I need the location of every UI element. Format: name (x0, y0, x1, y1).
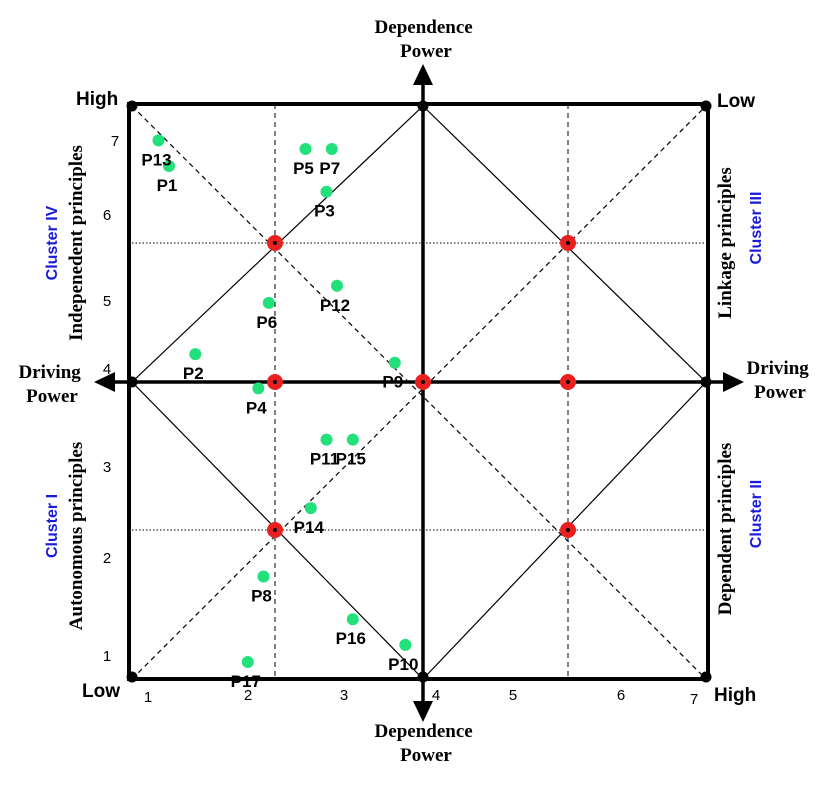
data-point-p10 (399, 638, 412, 651)
cluster-ii-label: Cluster II (748, 480, 765, 548)
data-point-label: P14 (294, 518, 325, 537)
data-point-label: P4 (246, 398, 267, 417)
y-tick-labels: 1 2 3 4 5 6 7 (103, 133, 119, 665)
y-tick-label: 3 (103, 459, 111, 476)
vertex-dot (417, 100, 429, 112)
arrow-down-icon (413, 701, 433, 722)
data-point-p17 (241, 656, 254, 668)
data-point-p16 (346, 613, 359, 626)
x-tick-label: 2 (244, 687, 252, 704)
driving-power-left-title: Driving Power (18, 362, 85, 407)
arrow-up-icon (413, 64, 433, 85)
data-point-label: P5 (293, 159, 314, 178)
red-marker-center (566, 380, 570, 384)
red-marker-center (566, 528, 570, 532)
data-point-p11 (320, 433, 333, 446)
data-point-p14 (304, 502, 317, 515)
data-point-label: P8 (251, 587, 272, 606)
data-point-label: P13 (141, 150, 171, 169)
data-point-p5 (299, 143, 312, 155)
red-marker-center (273, 241, 277, 245)
vertex-dot (417, 671, 429, 683)
diagonal-dashed-anti (131, 105, 707, 680)
cluster-iv-label: Cluster IV (44, 205, 61, 280)
data-point-label: P1 (157, 176, 178, 195)
vertex-dot (700, 100, 712, 112)
vertex-dot (700, 671, 712, 683)
data-point-p6 (262, 296, 275, 309)
data-point-p12 (331, 279, 343, 292)
corner-label-bottom-right: High (714, 685, 756, 706)
x-tick-labels: 1 2 3 4 5 6 7 (144, 687, 698, 708)
data-point-p8 (257, 570, 270, 583)
data-point-label: P17 (231, 672, 261, 691)
data-point-p9 (388, 356, 401, 369)
cluster-iii-label: Cluster III (748, 192, 765, 265)
x-tick-label: 1 (144, 689, 152, 706)
vertex-dot (700, 376, 712, 388)
arrow-right-icon (723, 372, 744, 392)
independent-principles-label: Indepenedent principles (66, 145, 87, 341)
x-tick-label: 4 (432, 687, 440, 704)
dependence-power-bottom-title: Dependence Power (375, 721, 478, 766)
red-marker-center (273, 380, 277, 384)
y-tick-label: 7 (111, 133, 119, 150)
red-marker-center (421, 380, 425, 384)
y-tick-label: 2 (103, 550, 111, 567)
data-point-label: P16 (336, 629, 366, 648)
dependence-power-top-title: Dependence Power (375, 17, 478, 62)
data-point-p13 (152, 134, 165, 147)
dependent-principles-label: Dependent principles (715, 443, 736, 616)
data-point-label: P7 (319, 159, 340, 178)
data-point-label: P11 (310, 450, 339, 469)
x-tick-label: 5 (509, 687, 517, 704)
data-point-label: P12 (320, 296, 350, 315)
x-tick-label: 7 (690, 691, 698, 708)
linkage-principles-label: Linkage principles (715, 167, 736, 319)
arrow-left-icon (94, 372, 115, 392)
driving-power-right-title: Driving Power (746, 358, 813, 403)
x-tick-label: 3 (340, 687, 348, 704)
data-point-p7 (325, 143, 338, 155)
data-point-label: P9 (382, 373, 403, 392)
data-point-label: P15 (336, 450, 366, 469)
red-marker-center (566, 241, 570, 245)
data-point-label: P3 (314, 202, 335, 221)
data-point-p4 (252, 382, 265, 395)
corner-label-top-right: Low (717, 91, 755, 112)
vertex-dot (126, 671, 138, 683)
data-point-p15 (346, 433, 359, 446)
y-tick-label: 5 (103, 293, 111, 310)
intersection-markers (267, 235, 576, 538)
corner-label-bottom-left: Low (82, 681, 120, 702)
data-point-p2 (189, 348, 202, 361)
cluster-i-label: Cluster I (44, 494, 61, 558)
y-tick-label: 6 (103, 207, 111, 224)
x-tick-label: 6 (617, 687, 625, 704)
vertex-dot (126, 100, 138, 112)
vertex-dot (126, 376, 138, 388)
data-point-p3 (320, 185, 333, 198)
data-point-label: P6 (256, 313, 277, 332)
data-point-label: P2 (183, 364, 204, 383)
data-point-label: P10 (388, 655, 418, 674)
autonomous-principles-label: Autonomous principles (66, 442, 87, 630)
red-marker-center (273, 528, 277, 532)
data-point-p1 (163, 160, 175, 172)
y-tick-label: 4 (103, 361, 111, 378)
corner-label-top-left: High (76, 89, 118, 110)
y-tick-label: 1 (103, 648, 111, 665)
